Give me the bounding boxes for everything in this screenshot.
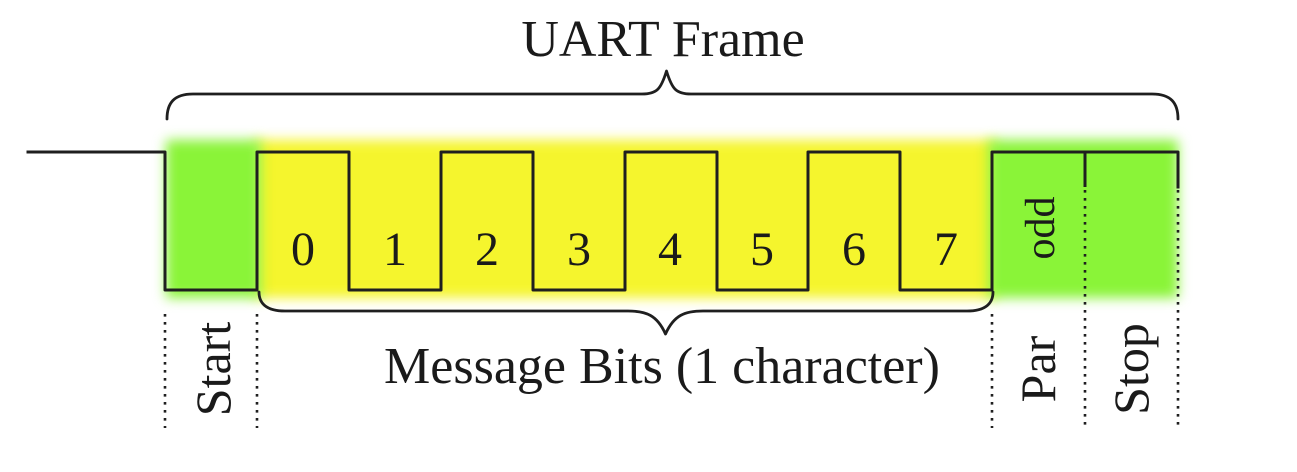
message-bits-brace [257, 290, 995, 336]
bit-label-3: 3 [567, 223, 591, 276]
bit-label-0: 0 [291, 223, 315, 276]
parity-stop-highlight-band [988, 140, 1178, 298]
stop-bit-label: Stop [1103, 323, 1159, 415]
bit-label-6: 6 [842, 223, 866, 276]
bit-label-5: 5 [750, 223, 774, 276]
bit-label-1: 1 [383, 223, 407, 276]
bit-label-4: 4 [658, 223, 682, 276]
start-bit-highlight-band [166, 140, 261, 298]
signal-waveform [26, 150, 1180, 292]
uart-frame-brace [165, 69, 1180, 121]
parity-mode-label: odd [1018, 196, 1064, 260]
start-bit-label: Start [185, 321, 241, 417]
parity-bit-label: Par [1010, 335, 1066, 403]
message-bits-label: Message Bits (1 character) [384, 338, 940, 395]
diagram-title: UART Frame [521, 11, 805, 68]
bit-label-7: 7 [934, 223, 958, 276]
bit-label-2: 2 [475, 223, 499, 276]
